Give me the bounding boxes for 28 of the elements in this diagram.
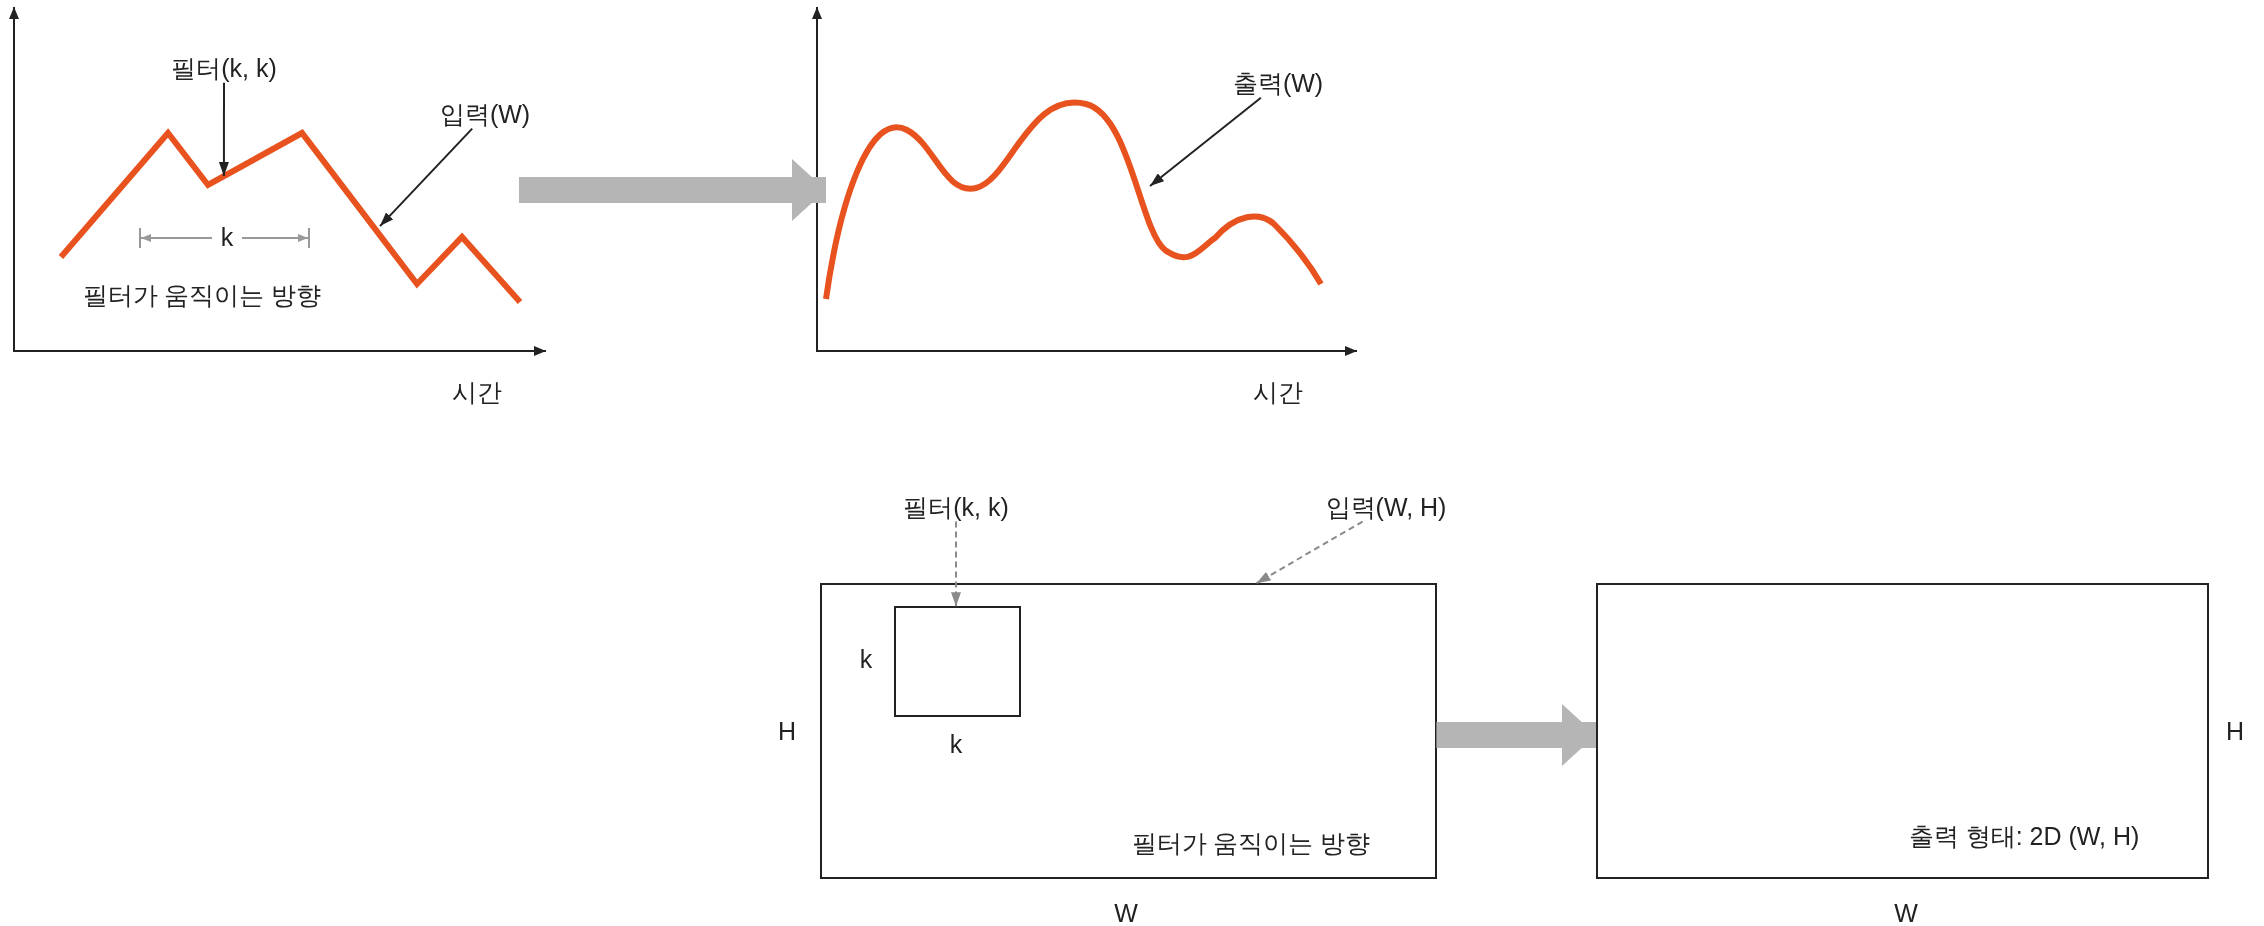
dimension-label: W <box>1894 900 1918 926</box>
callout-label: 입력(W) <box>439 101 531 129</box>
filter-square <box>894 606 1021 717</box>
block-arrow <box>1436 704 1596 766</box>
shape-text: 필터가 움직이는 방향 <box>1131 830 1371 858</box>
callout-label: 필터(k, k) <box>903 494 1009 522</box>
dashed-arrow <box>951 520 961 608</box>
shape-text: 출력 형태: 2D (W, H) <box>1908 823 2140 851</box>
annotation-text: 필터가 움직이는 방향 <box>82 282 322 310</box>
input-rectangle <box>820 583 1437 879</box>
arrow <box>218 81 229 177</box>
dimension-label: k <box>859 646 873 674</box>
dimension-label: H <box>2225 718 2245 746</box>
signal-curve <box>826 100 1323 301</box>
dimension-label: k <box>949 731 963 759</box>
arrow <box>1149 96 1262 187</box>
callout-label: 필터(k, k) <box>171 55 277 83</box>
arrow <box>379 127 474 228</box>
callout-label: 출력(W) <box>1232 70 1324 98</box>
block-arrow <box>519 159 826 221</box>
axis-label: 시간 <box>452 379 502 407</box>
dimension-label: W <box>1114 900 1138 926</box>
dimension-label: H <box>777 718 797 746</box>
dimension-label: k <box>220 224 234 252</box>
output-rectangle <box>1596 583 2209 879</box>
callout-label: 입력(W, H) <box>1325 494 1447 522</box>
axis-label: 시간 <box>1253 379 1303 407</box>
dashed-arrow <box>1255 520 1364 585</box>
